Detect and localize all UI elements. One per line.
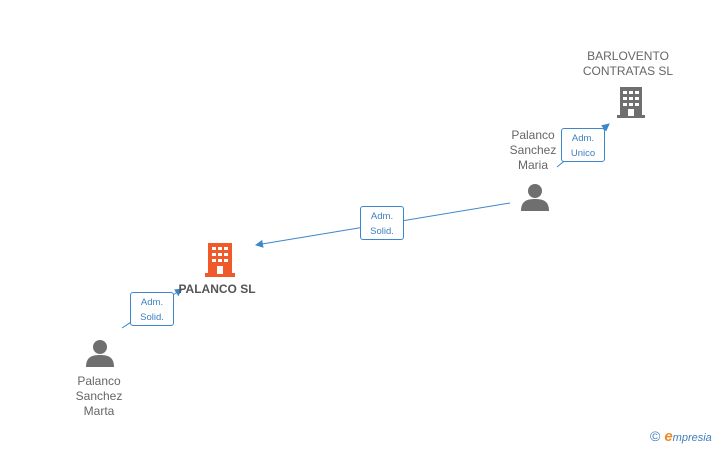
company-label-palanco-sl[interactable]: PALANCO SL	[170, 282, 264, 297]
label-line: PALANCO SL	[178, 282, 256, 296]
brand-logo-initial: e	[664, 428, 673, 445]
label-line: Sanchez	[75, 389, 123, 403]
company-label-barlovento[interactable]: BARLOVENTO CONTRATAS SL	[568, 49, 688, 79]
label-line: Maria	[517, 158, 548, 172]
label-line: CONTRATAS SL	[582, 64, 674, 78]
label-line: Palanco	[511, 128, 555, 142]
copyright-symbol: ©	[650, 428, 661, 444]
label-line: Sanchez	[509, 143, 557, 157]
label-line: Marta	[83, 404, 115, 418]
copyright-brand[interactable]: ©empresia	[650, 428, 712, 445]
person-label-marta[interactable]: Palanco Sanchez Marta	[60, 374, 138, 419]
person-label-maria[interactable]: Palanco Sanchez Maria	[494, 128, 572, 173]
role-line: Unico	[570, 148, 596, 159]
role-box-maria-barlovento[interactable]: Adm. Unico	[561, 128, 605, 162]
role-box-marta-palanco[interactable]: Adm. Solid.	[130, 292, 174, 326]
role-line: Solid.	[140, 312, 164, 323]
building-icon[interactable]	[616, 85, 646, 118]
label-line: Palanco	[77, 374, 121, 388]
person-icon[interactable]	[86, 340, 114, 367]
role-line: Adm.	[140, 297, 164, 308]
person-icon[interactable]	[521, 184, 549, 211]
label-line: BARLOVENTO	[587, 49, 669, 63]
building-icon-main[interactable]	[205, 243, 235, 277]
role-line: Solid.	[370, 226, 394, 237]
role-line: Adm.	[571, 133, 595, 144]
role-box-maria-palanco[interactable]: Adm. Solid.	[360, 206, 404, 240]
brand-logo-text: mpresia	[672, 432, 712, 444]
role-line: Adm.	[370, 211, 394, 222]
